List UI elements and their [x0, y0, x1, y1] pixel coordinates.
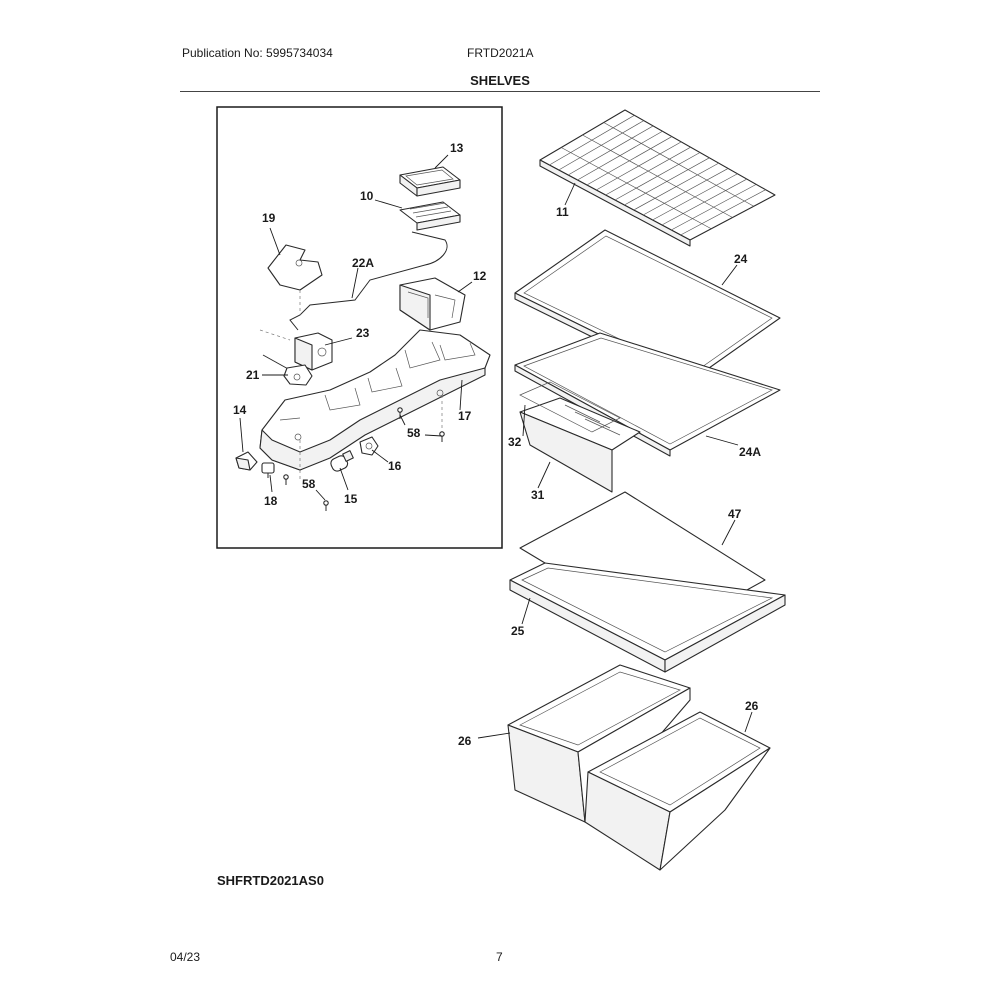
part-10-filter[interactable]: [399, 201, 461, 231]
callout-26-right: 26: [745, 699, 759, 713]
part-26-crisper-pan-right[interactable]: [584, 711, 771, 871]
part-25-crisper-frame[interactable]: [509, 562, 786, 673]
callout-25: 25: [511, 624, 525, 638]
callout-58a: 58: [407, 426, 421, 440]
part-31-crisper-drawer[interactable]: [519, 397, 641, 493]
callout-58b: 58: [302, 477, 316, 491]
part-32-drawer-cover[interactable]: [519, 381, 621, 433]
part-11-wire-shelf[interactable]: [539, 109, 776, 247]
callout-23: 23: [356, 326, 370, 340]
callout-11: 11: [556, 205, 569, 219]
callout-47: 47: [728, 507, 742, 521]
part-15-light-bulb[interactable]: [329, 450, 354, 473]
callout-10: 10: [360, 189, 374, 203]
callout-24A: 24A: [739, 445, 761, 459]
callout-22A: 22A: [352, 256, 374, 270]
callout-17: 17: [458, 409, 472, 423]
part-12-housing[interactable]: [399, 277, 466, 331]
part-18-fitting[interactable]: [261, 462, 275, 478]
part-16-socket[interactable]: [359, 436, 379, 456]
leader-lines: [239, 154, 753, 739]
part-19-cover[interactable]: [267, 244, 323, 291]
inset-frame: [216, 106, 503, 549]
part-17-main-housing[interactable]: [259, 329, 491, 471]
diagram-reference-code: SHFRTD2021AS0: [217, 873, 324, 888]
callout-19: 19: [262, 211, 276, 225]
part-23-motor[interactable]: [294, 332, 333, 371]
callout-31: 31: [531, 488, 545, 502]
callout-14: 14: [233, 403, 247, 417]
page-number: 7: [496, 950, 503, 964]
model-number: FRTD2021A: [467, 46, 534, 60]
callout-16: 16: [388, 459, 402, 473]
publication-number: Publication No: 5995734034: [182, 46, 333, 60]
callout-24: 24: [734, 252, 748, 266]
callout-15: 15: [344, 492, 358, 506]
part-58-screw[interactable]: [283, 407, 445, 511]
part-21-switch[interactable]: [262, 354, 313, 386]
callout-18: 18: [264, 494, 278, 508]
part-13-filter-cover[interactable]: [399, 166, 461, 197]
section-title: SHELVES: [470, 73, 530, 88]
revision-date: 04/23: [170, 950, 201, 964]
part-22A-wire[interactable]: [289, 231, 448, 331]
callout-32: 32: [508, 435, 522, 449]
callout-26-left: 26: [458, 734, 472, 748]
callout-21: 21: [246, 368, 260, 382]
callout-12: 12: [473, 269, 487, 283]
header-rule: [180, 91, 820, 92]
part-14-knob[interactable]: [235, 451, 258, 471]
callout-13: 13: [450, 141, 464, 155]
